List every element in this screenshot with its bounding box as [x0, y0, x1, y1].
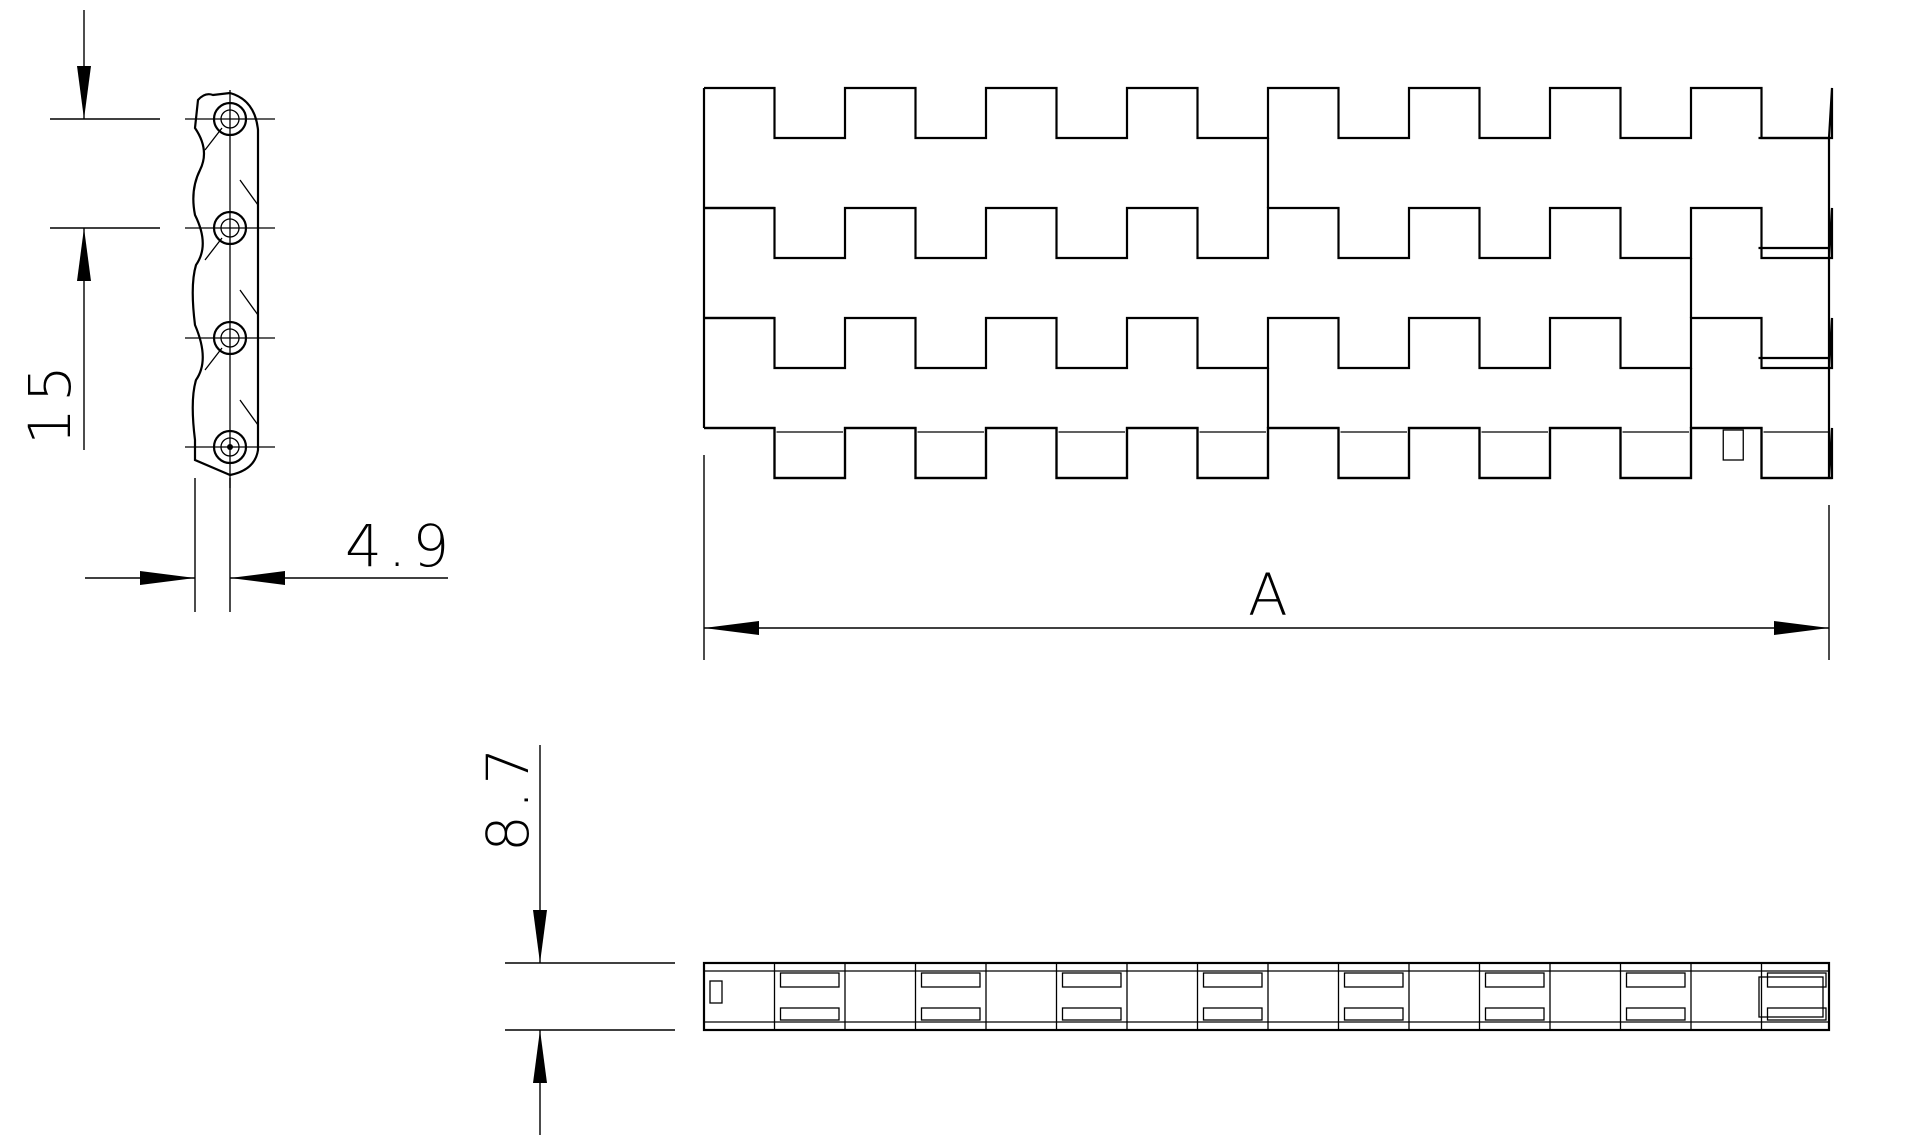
- side-link-outline: [191, 91, 260, 477]
- front-end-cap-right: [1758, 976, 1824, 1018]
- front-link-top-11: [1484, 972, 1545, 988]
- height-label: 8.7: [474, 742, 542, 852]
- side-link-detail-1: [204, 237, 223, 261]
- front-link-bottom-13: [1625, 1007, 1686, 1021]
- front-link-bottom-3: [920, 1007, 981, 1021]
- front-link-bottom-9: [1343, 1007, 1404, 1021]
- front-link-bottom-15: [1766, 1007, 1827, 1021]
- height-dimension: 8.7: [474, 742, 675, 1135]
- side-link-detail-5: [239, 399, 259, 426]
- row-3-tooth-profile: [704, 316, 1834, 370]
- side-link-detail-2: [204, 347, 223, 371]
- front-link-top-13: [1625, 972, 1686, 988]
- front-link-top-7: [1202, 972, 1263, 988]
- pin-offset-dimension: 4.9: [85, 478, 455, 612]
- width-dimension: A: [703, 455, 1830, 660]
- bottom-tooth-profile: [704, 426, 1832, 480]
- front-link-top-1: [779, 972, 840, 988]
- front-view-belt: [702, 961, 1831, 1032]
- row-2-tooth-profile: [704, 206, 1834, 260]
- pitch-label: 15: [16, 359, 84, 445]
- front-link-top-9: [1343, 972, 1404, 988]
- front-link-bottom-5: [1061, 1007, 1122, 1021]
- front-link-bottom-7: [1202, 1007, 1263, 1021]
- front-link-bottom-1: [779, 1007, 840, 1021]
- pin-center-dot: [227, 444, 233, 450]
- front-end-cap-left: [709, 980, 723, 1004]
- side-view-profile: [185, 90, 275, 488]
- side-link-detail-3: [239, 179, 259, 206]
- front-link-bottom-11: [1484, 1007, 1545, 1021]
- top-view-belt: [702, 86, 1834, 480]
- row-1-tooth-profile: [704, 86, 1834, 140]
- belt-edge-outline: [702, 961, 1831, 1032]
- edge-clip-detail: [1722, 429, 1744, 461]
- width-label: A: [1248, 561, 1294, 629]
- pin-offset-label: 4.9: [345, 512, 455, 580]
- pitch-dimension: 15: [16, 10, 160, 450]
- front-link-top-15: [1766, 972, 1827, 988]
- front-link-top-5: [1061, 972, 1122, 988]
- side-link-detail-4: [239, 289, 259, 316]
- front-link-top-3: [920, 972, 981, 988]
